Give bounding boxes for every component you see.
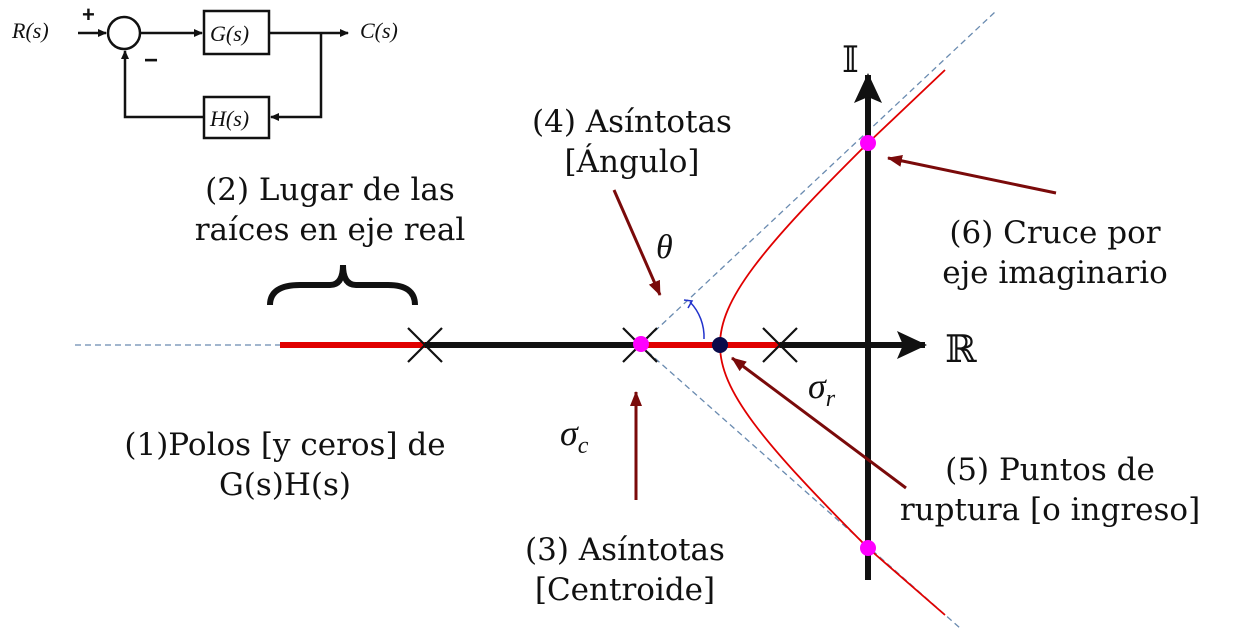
centroid-point — [633, 336, 649, 352]
summing-junction — [106, 15, 142, 51]
angle-arc — [689, 301, 705, 340]
upper-asymptote — [639, 11, 996, 346]
centroid-label: (3) Asíntotas[Centroide] — [525, 532, 725, 608]
angle-label: (4) Asíntotas[Ángulo] — [532, 104, 732, 180]
block-diagram: R(s) + − G(s) C(s) H(s) — [11, 2, 398, 140]
real-axis-label: ℝ — [945, 327, 977, 371]
plus-sign: + — [82, 2, 95, 27]
upper-crossing-point — [860, 135, 876, 151]
crossing-arrow — [887, 154, 1057, 195]
angle-arrow — [612, 189, 662, 296]
pole-1 — [407, 327, 443, 363]
sigma-r-symbol: σr — [808, 366, 836, 412]
minus-sign: − — [144, 47, 158, 74]
forward-block-label: G(s) — [210, 21, 249, 46]
angle-arc-arrow-icon — [683, 299, 694, 309]
breakaway-point — [712, 337, 728, 353]
breakaway-arrow — [731, 356, 907, 490]
feedback-block-label: H(s) — [209, 106, 249, 131]
theta-symbol: θ — [656, 229, 673, 266]
sigma-c-symbol: σc — [560, 413, 589, 459]
callout-arrows — [612, 154, 1057, 500]
output-label: C(s) — [360, 18, 398, 43]
feedback-path — [270, 33, 323, 121]
lower-branch — [719, 344, 946, 616]
imag-axis-label: 𝕀 — [842, 40, 859, 81]
pole-3 — [762, 327, 798, 363]
feedback-return — [121, 50, 204, 119]
upper-branch — [719, 69, 946, 346]
input-label: R(s) — [11, 18, 49, 43]
brace-icon — [267, 264, 418, 306]
lower-crossing-point — [860, 540, 876, 556]
